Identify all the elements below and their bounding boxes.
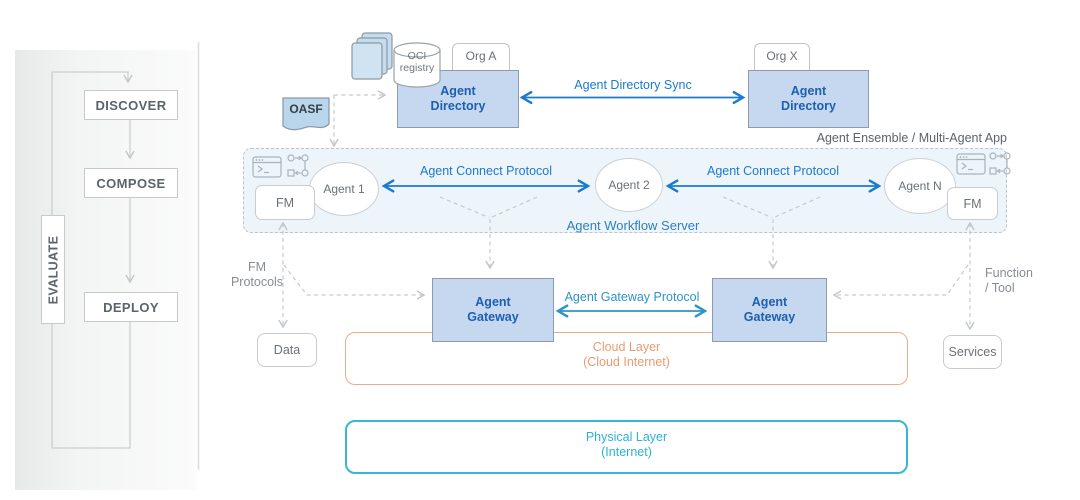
data-node: Data [257,333,317,367]
step-compose: COMPOSE [84,168,178,198]
workflow-graph-icon-right [989,152,1011,175]
agent-gateway-right: Agent Gateway [712,278,827,342]
evaluate-label: EVALUATE [46,235,60,304]
agent-n-node: Agent N [884,158,956,214]
terminal-icon-left [252,156,282,178]
oasf-label: OASF [289,102,323,116]
function-tool-label: Function / Tool [985,266,1033,295]
physical-layer-label: Physical Layer (Internet) [585,430,668,459]
agent-gateway-protocol-label: Agent Gateway Protocol [564,290,700,304]
ensemble-title: Agent Ensemble / Multi-Agent App [816,131,1007,145]
fm-node-right: FM [947,187,998,220]
cloud-layer-box: Cloud Layer (Cloud Internet) [345,332,908,385]
physical-layer-box: Physical Layer (Internet) [345,420,908,474]
services-node: Services [943,335,1002,369]
oasf-document-icon [282,97,330,131]
cloud-layer-label: Cloud Layer (Cloud Internet) [583,340,670,369]
step-deploy: DEPLOY [84,292,178,322]
agent-connect-protocol-left-label: Agent Connect Protocol [419,164,553,178]
terminal-icon-right [956,153,986,175]
agent-gateway-left: Agent Gateway [432,278,554,342]
agent-directory-left: Agent Directory [397,70,519,128]
agent-2-node: Agent 2 [595,158,663,212]
agent-workflow-server-label: Agent Workflow Server [566,218,700,233]
oci-registry-label: OCI registry [399,50,435,74]
fm-protocols-label: FM Protocols [230,260,284,289]
step-evaluate: EVALUATE [41,215,65,324]
oci-registry-icon [351,32,441,88]
workflow-graph-icon-left [287,154,309,177]
agent-directory-right: Agent Directory [748,70,869,128]
step-discover: DISCOVER [84,90,178,120]
agent-directory-sync-label: Agent Directory Sync [574,78,692,92]
fm-node-left: FM [255,185,315,220]
agent-1-node: Agent 1 [309,162,379,216]
agent-connect-protocol-right-label: Agent Connect Protocol [706,164,840,178]
